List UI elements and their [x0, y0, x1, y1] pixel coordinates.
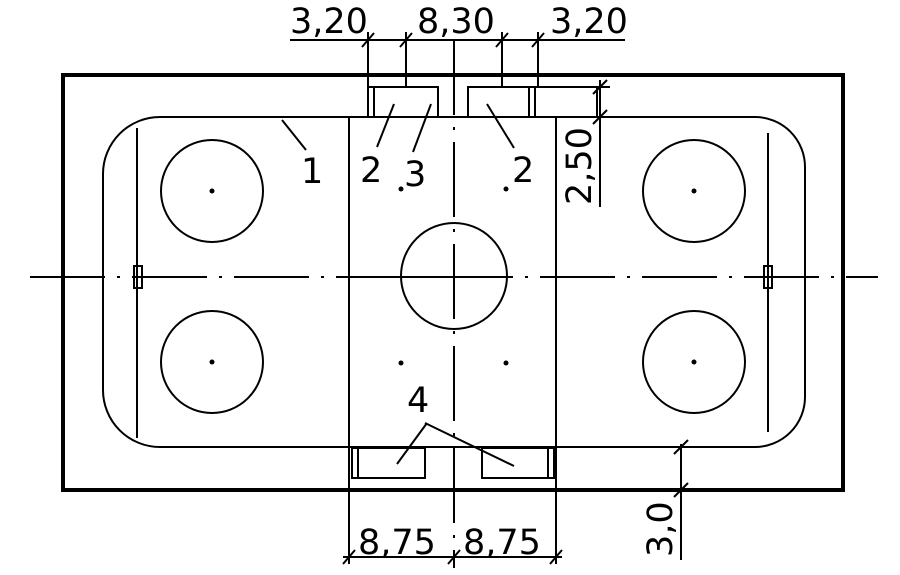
callout-1: 1 [301, 152, 323, 192]
top-tick-2 [399, 32, 413, 48]
dot-face-4 [503, 360, 509, 366]
bottom-vert-tick-1 [673, 439, 689, 455]
bottom-tick-3 [549, 549, 563, 565]
circle-bottom-right [642, 310, 746, 414]
bottom-tick-1 [342, 549, 356, 565]
callout-4: 4 [407, 381, 429, 421]
dim-bottom-vertical: 3,0 [641, 501, 681, 557]
leader-2-left [376, 103, 395, 148]
callout-3: 3 [404, 155, 426, 195]
dot-top-left [209, 188, 215, 194]
bottom-box-left [351, 447, 426, 479]
dot-bottom-right [691, 359, 697, 365]
dim-top-center: 8,30 [417, 2, 495, 42]
top-tick-4 [531, 32, 545, 48]
dot-face-2 [503, 186, 509, 192]
right-tick-2 [592, 109, 608, 125]
bottom-box-right [481, 447, 555, 479]
callout-2-left: 2 [360, 151, 382, 191]
leader-2-right [486, 103, 515, 149]
dim-top-right: 3,20 [550, 2, 628, 42]
bottom-tick-2 [447, 549, 461, 565]
circle-top-right [642, 139, 746, 243]
circle-top-left [160, 139, 264, 243]
leader-4-right [424, 422, 515, 467]
dim-right-vertical: 2,50 [560, 127, 600, 205]
dot-face-3 [398, 360, 404, 366]
top-tick-3 [495, 32, 509, 48]
top-box-left [367, 86, 439, 118]
rink-outline-outer [102, 116, 806, 448]
top-box-right [467, 86, 598, 118]
dim-top-left: 3,20 [290, 2, 368, 42]
dim-bottom-right: 8,75 [463, 523, 541, 563]
leader-1 [281, 119, 307, 151]
right-tick-1 [592, 79, 608, 95]
callout-2-right: 2 [512, 151, 534, 191]
leader-4-left [396, 422, 428, 465]
circle-bottom-left [160, 310, 264, 414]
central-zone [348, 116, 557, 491]
leader-3 [412, 103, 432, 153]
dot-top-right [691, 188, 697, 194]
dim-bottom-left: 8,75 [358, 523, 436, 563]
top-tick-1 [361, 32, 375, 48]
bottom-vert-tick-2 [673, 482, 689, 498]
dot-bottom-left [209, 359, 215, 365]
dot-face-1 [398, 186, 404, 192]
